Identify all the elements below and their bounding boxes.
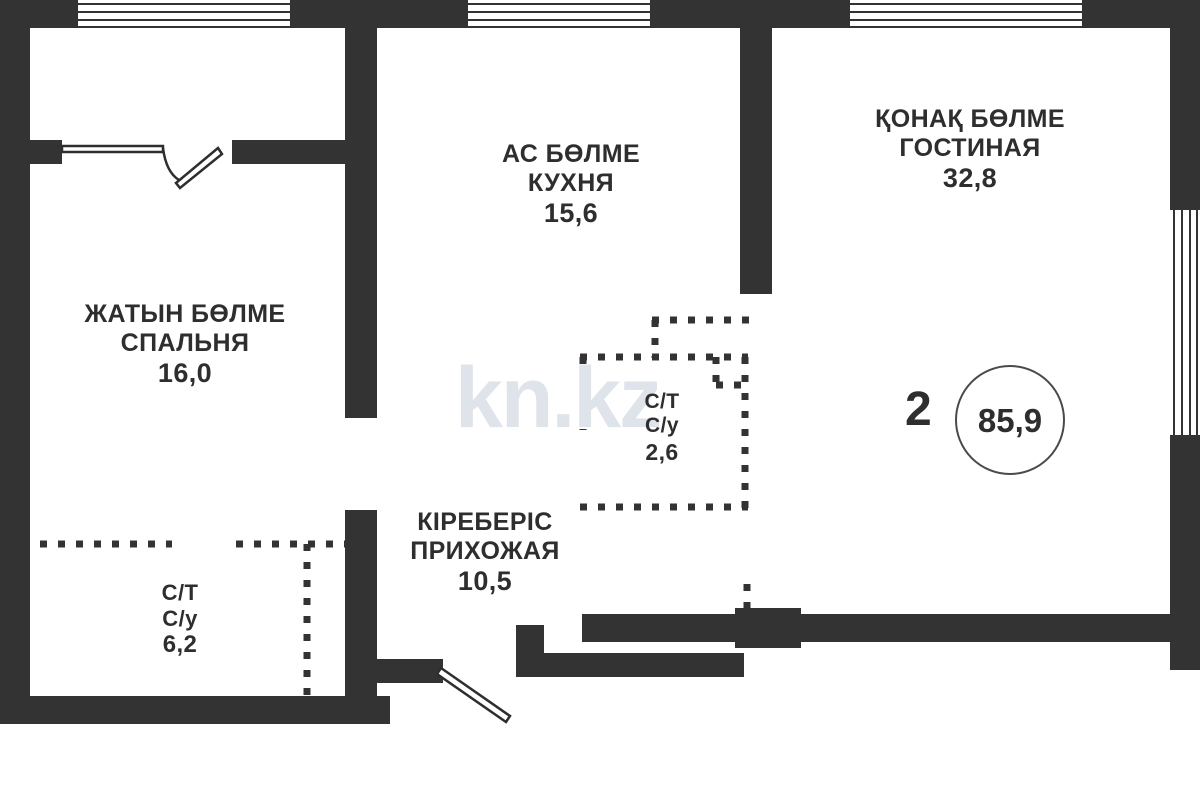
room-label-kitchen: АС БӨЛМЕ КУХНЯ 15,6 xyxy=(443,140,699,229)
room-label-bathroom-small: С/Т С/у 2,6 xyxy=(600,390,724,465)
kitchen-area: 15,6 xyxy=(543,198,599,228)
window-living-top xyxy=(850,3,1084,28)
rooms-count: 2 xyxy=(905,383,932,436)
living-area: 32,8 xyxy=(942,163,998,193)
wall-top-mid-left xyxy=(290,0,468,28)
bathroom-small-name-kz: С/Т xyxy=(644,390,680,413)
bathroom-small-name-ru: С/у xyxy=(645,414,679,438)
total-area-circle: 85,9 xyxy=(955,365,1065,475)
room-label-bedroom: ЖАТЫН БӨЛМЕ СПАЛЬНЯ 16,0 xyxy=(60,300,310,389)
window-bedroom xyxy=(78,3,292,28)
living-name-kz: ҚОНАҚ БӨЛМЕ xyxy=(875,105,1065,133)
door-entrance xyxy=(435,666,512,724)
windows xyxy=(78,3,1198,437)
room-label-living: ҚОНАҚ БӨЛМЕ ГОСТИНАЯ 32,8 xyxy=(840,105,1100,194)
living-name-ru: ГОСТИНАЯ xyxy=(899,134,1041,162)
window-kitchen xyxy=(468,3,652,28)
door-bedroom xyxy=(60,144,224,190)
wall-living-bottom-pilaster xyxy=(735,608,801,648)
bathroom-small-area: 2,6 xyxy=(645,438,679,465)
wall-entry-stub xyxy=(377,659,443,683)
bedroom-name-ru: СПАЛЬНЯ xyxy=(120,329,250,357)
room-label-hallway: КІРЕБЕРІС ПРИХОЖАЯ 10,5 xyxy=(385,508,585,597)
total-area-badge: 2 85,9 xyxy=(905,360,1085,480)
walls xyxy=(0,0,1200,724)
total-area-value: 85,9 xyxy=(977,401,1043,439)
bathroom-large-area: 6,2 xyxy=(162,631,198,659)
hallway-name-ru: ПРИХОЖАЯ xyxy=(410,537,560,565)
bedroom-area: 16,0 xyxy=(157,358,213,388)
bathroom-large-name-ru: С/у xyxy=(162,605,198,631)
wall-hall-bottom xyxy=(516,653,744,677)
watermark: kn.kz xyxy=(455,350,662,446)
wall-bedroom-partition-left xyxy=(0,140,62,164)
window-living-right xyxy=(1173,210,1198,437)
doors xyxy=(60,144,512,724)
wall-left-outer xyxy=(0,0,30,724)
bedroom-name-kz: ЖАТЫН БӨЛМЕ xyxy=(84,300,286,328)
wall-vertical-center-lower xyxy=(345,510,377,724)
wall-vertical-center-upper xyxy=(345,0,377,418)
room-label-bathroom-large: С/Т С/у 6,2 xyxy=(110,580,250,659)
wall-right-upper xyxy=(1170,0,1200,210)
bathroom-large-name-kz: С/Т xyxy=(161,580,199,605)
wall-bedroom-partition-right xyxy=(232,140,350,164)
wall-bottom-left xyxy=(0,696,390,724)
wall-vertical-kitchen-living xyxy=(740,0,772,292)
hallway-name-kz: КІРЕБЕРІС xyxy=(417,508,553,536)
hallway-area: 10,5 xyxy=(457,566,513,596)
wall-kitchen-living-stub xyxy=(740,280,772,294)
wall-living-bottom-right xyxy=(1000,614,1182,642)
kitchen-name-ru: КУХНЯ xyxy=(527,169,615,197)
kitchen-name-kz: АС БӨЛМЕ xyxy=(501,140,641,168)
dotted-partitions xyxy=(22,316,751,704)
